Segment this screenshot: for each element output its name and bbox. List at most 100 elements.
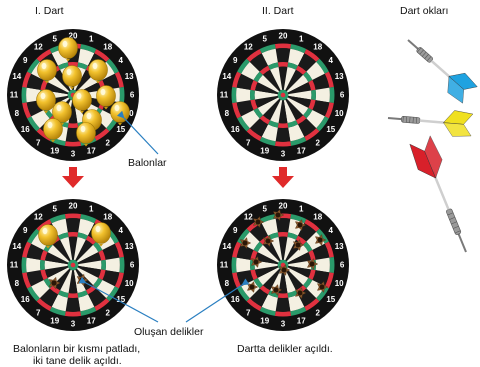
single-segment — [106, 258, 120, 273]
triple-segment — [101, 260, 106, 270]
caption-left-line2: iki tane delik açıldı. — [33, 355, 122, 367]
board-number: 5 — [263, 204, 268, 213]
board-number: 12 — [244, 43, 253, 52]
single-segment — [66, 218, 81, 232]
blue-dart — [399, 30, 478, 104]
single-segment — [26, 258, 40, 273]
dart-arrows-title: Dart okları — [400, 5, 448, 17]
board-number: 2 — [105, 308, 110, 317]
board-number: 3 — [281, 320, 286, 329]
board-number: 20 — [279, 31, 288, 40]
board-number: 9 — [233, 226, 238, 235]
dart2-board-before: 2011841361015217319716811149125 — [217, 29, 349, 161]
board-number: 8 — [225, 109, 230, 118]
board-number: 2 — [105, 138, 110, 147]
caption-right: Dartta delikler açıldı. — [237, 343, 333, 355]
single-segment — [236, 258, 250, 273]
board-number: 19 — [260, 147, 269, 156]
board-number: 6 — [340, 261, 345, 270]
board-number: 8 — [15, 279, 20, 288]
triple-segment — [68, 123, 78, 128]
board-number: 13 — [335, 242, 344, 251]
triple-segment — [68, 232, 78, 237]
triple-segment — [278, 123, 288, 128]
triple-segment — [311, 90, 316, 100]
board-number: 19 — [260, 317, 269, 326]
board-number: 2 — [315, 138, 320, 147]
board-number: 18 — [103, 43, 112, 52]
double-segment — [329, 87, 334, 103]
triple-segment — [40, 260, 45, 270]
balloons-pointer-line — [124, 118, 158, 154]
board-number: 13 — [125, 72, 134, 81]
board-number: 16 — [231, 125, 240, 134]
board-number: 18 — [103, 213, 112, 222]
board-number: 20 — [279, 201, 288, 210]
board-number: 10 — [335, 279, 344, 288]
board-number: 3 — [281, 150, 286, 159]
bullseye — [281, 93, 286, 98]
board-number: 7 — [36, 138, 41, 147]
board-number: 17 — [297, 147, 306, 156]
board-number: 6 — [130, 91, 135, 100]
board-number: 14 — [222, 72, 231, 81]
board-number: 12 — [34, 43, 43, 52]
board-number: 1 — [299, 34, 304, 43]
board-number: 6 — [340, 91, 345, 100]
board-number: 16 — [21, 295, 30, 304]
double-segment — [232, 257, 237, 273]
board-number: 7 — [246, 138, 251, 147]
board-number: 9 — [23, 226, 28, 235]
board-number: 19 — [50, 317, 59, 326]
board-number: 7 — [36, 308, 41, 317]
board-number: 17 — [87, 147, 96, 156]
single-segment — [316, 258, 330, 273]
board-number: 14 — [12, 242, 21, 251]
single-segment — [66, 298, 81, 312]
dart1-title: I. Dart — [35, 5, 64, 17]
board-number: 14 — [222, 242, 231, 251]
board-number: 6 — [130, 261, 135, 270]
board-number: 11 — [10, 261, 19, 270]
board-number: 14 — [12, 72, 21, 81]
board-number: 11 — [220, 261, 229, 270]
triple-segment — [278, 293, 288, 298]
balloons-label: Balonlar — [128, 157, 167, 169]
board-number: 3 — [71, 150, 76, 159]
holes-label: Oluşan delikler — [134, 326, 204, 338]
board-number: 16 — [231, 295, 240, 304]
triple-segment — [278, 232, 288, 237]
double-segment — [275, 141, 291, 146]
board-number: 17 — [87, 317, 96, 326]
dart2-board-after: 2011841361015217319716811149125 — [217, 199, 349, 331]
single-segment — [236, 88, 250, 103]
board-number: 15 — [326, 295, 335, 304]
board-number: 5 — [263, 34, 268, 43]
red-dart — [408, 135, 478, 257]
double-segment — [22, 257, 27, 273]
board-number: 20 — [69, 201, 78, 210]
double-segment — [65, 311, 81, 316]
board-number: 1 — [89, 34, 94, 43]
board-number: 1 — [89, 204, 94, 213]
double-segment — [22, 87, 27, 103]
board-number: 13 — [335, 72, 344, 81]
double-segment — [232, 87, 237, 103]
double-segment — [65, 214, 81, 219]
down-arrow-left — [62, 167, 84, 188]
board-number: 15 — [326, 125, 335, 134]
double-segment — [275, 44, 291, 49]
down-arrow-right — [272, 167, 294, 188]
board-number: 3 — [71, 320, 76, 329]
double-segment — [119, 87, 124, 103]
double-segment — [119, 257, 124, 273]
board-number: 4 — [329, 56, 334, 65]
double-segment — [65, 141, 81, 146]
board-number: 8 — [15, 109, 20, 118]
board-number: 18 — [313, 213, 322, 222]
triple-segment — [278, 62, 288, 67]
board-number: 10 — [335, 109, 344, 118]
board-number: 19 — [50, 147, 59, 156]
